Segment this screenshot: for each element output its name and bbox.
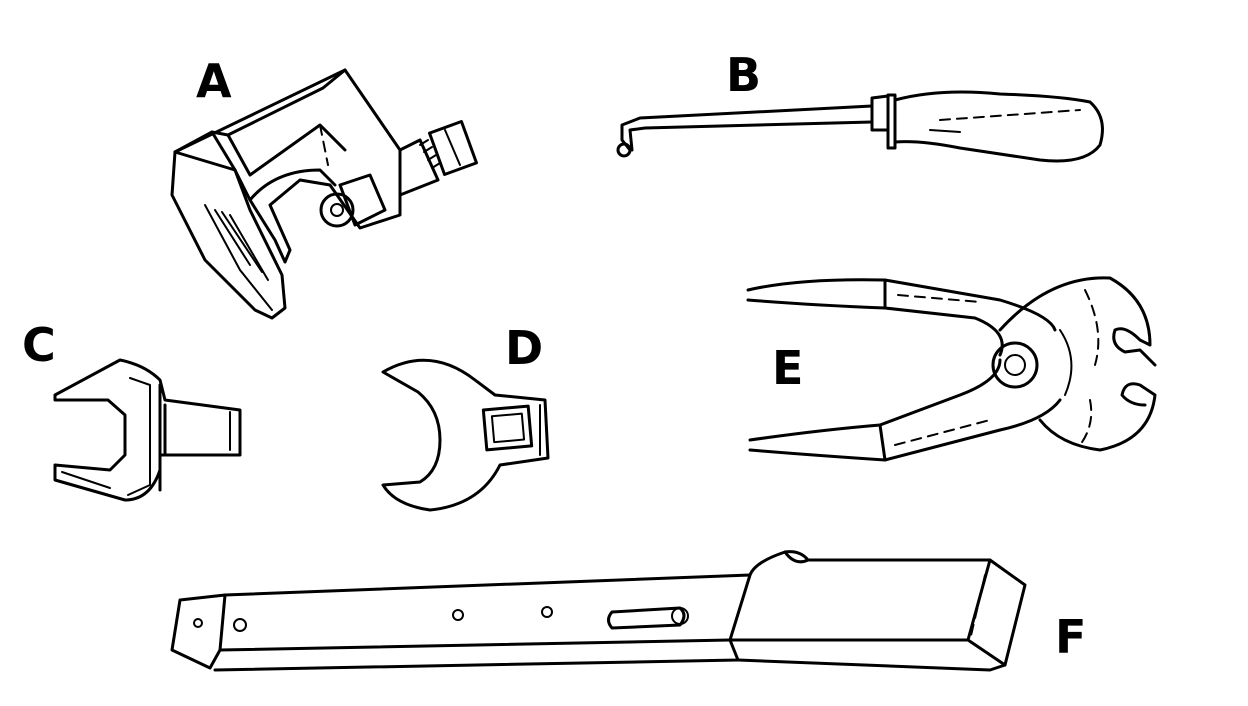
pliers-icon	[746, 276, 1157, 462]
label-c: C	[22, 318, 56, 372]
label-d: D	[505, 321, 544, 375]
label-e: E	[772, 341, 804, 395]
crowfoot-open-wrench-icon	[53, 358, 242, 502]
pitman-arm-puller-icon	[170, 68, 478, 320]
hook-tool-icon	[616, 90, 1104, 163]
torque-wrench-icon	[170, 550, 1027, 672]
crowfoot-socket-wrench-icon	[381, 358, 550, 512]
label-b: B	[726, 48, 762, 102]
label-f: F	[1055, 610, 1087, 664]
label-a: A	[196, 54, 232, 108]
